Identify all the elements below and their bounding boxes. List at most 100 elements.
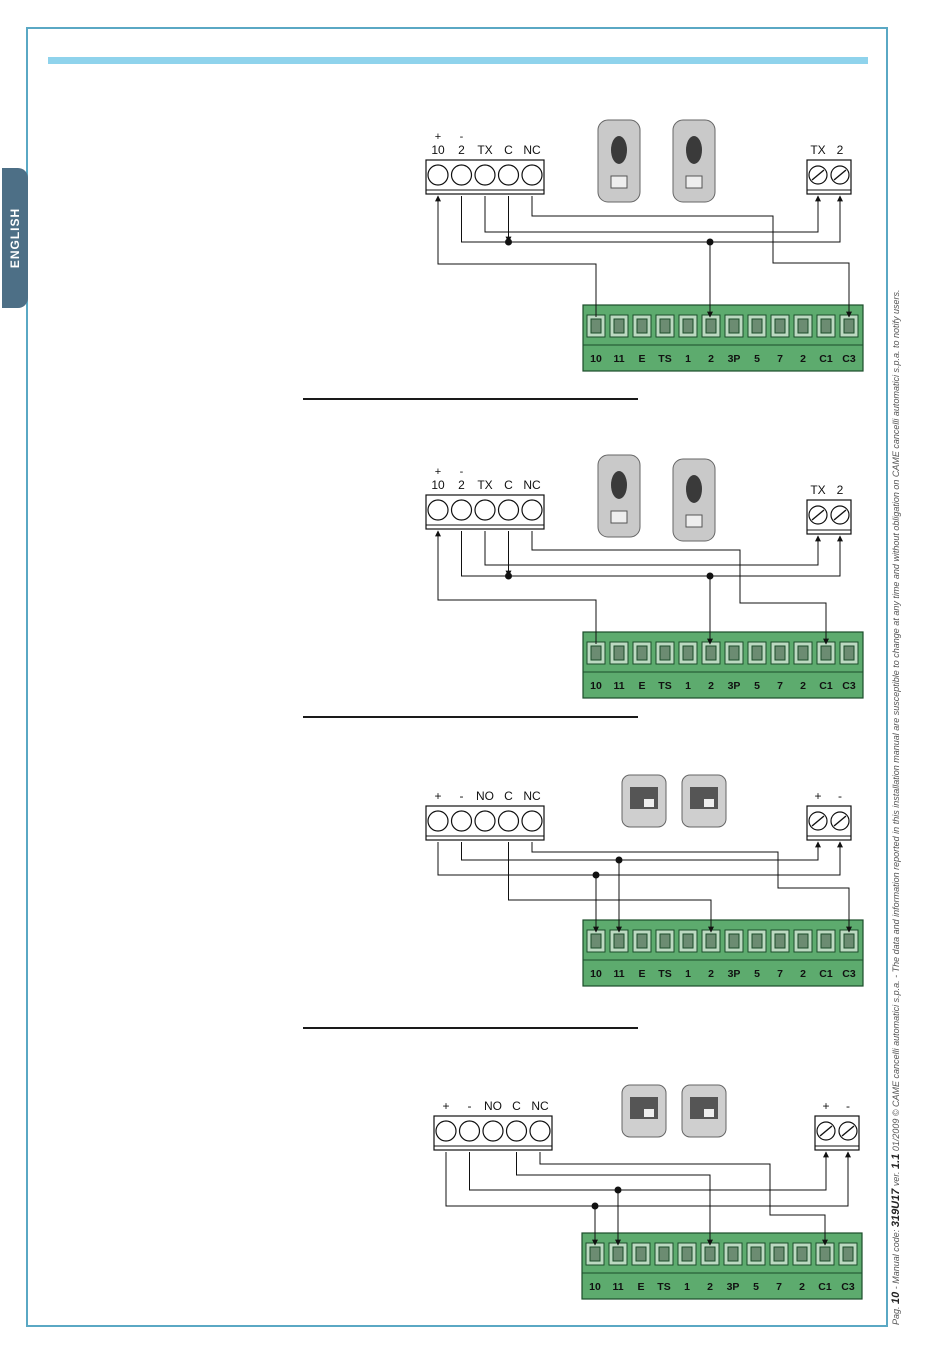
board-terminal-label: 11 — [612, 1281, 623, 1293]
board-terminal-label: E — [638, 680, 645, 692]
photocell-plate — [610, 175, 628, 189]
board-terminal-screw — [612, 1246, 624, 1262]
rx-terminal-label: NO — [484, 1099, 502, 1113]
board-terminal-label: 2 — [800, 968, 806, 980]
junction-dot — [706, 572, 714, 580]
board-terminal-screw — [797, 645, 809, 661]
screw-terminal — [505, 1120, 528, 1142]
board-terminal-label: 11 — [613, 680, 624, 692]
board-terminal-label: C3 — [842, 353, 856, 365]
control-board-terminals — [582, 631, 864, 699]
screw-terminal — [474, 499, 496, 521]
board-terminal-screw — [796, 1246, 808, 1262]
board-terminal-label: 10 — [590, 680, 602, 692]
sensor-box-plate — [704, 1109, 714, 1117]
board-terminal-screw — [797, 933, 809, 949]
rx-terminal-label: - — [460, 789, 464, 803]
wire — [508, 842, 714, 933]
section-divider — [303, 1027, 638, 1029]
tx-terminal-label: + — [814, 789, 821, 803]
sensor-box-plate — [704, 799, 714, 807]
screw-slot — [819, 1125, 833, 1137]
board-terminal-screw — [842, 1246, 854, 1262]
rx-terminal-label: 10 — [431, 143, 445, 157]
board-terminal-label: 2 — [708, 680, 714, 692]
wire — [531, 196, 852, 318]
screw-terminal — [521, 810, 543, 832]
board-terminal-label: 1 — [685, 968, 691, 980]
rx-terminal-label: C — [512, 1099, 521, 1113]
language-label: ENGLISH — [8, 207, 22, 269]
screw-slot — [811, 815, 825, 827]
photocell-lens — [686, 475, 702, 503]
board-terminal-screw — [681, 1246, 693, 1262]
rx-terminal-label: + — [434, 789, 441, 803]
board-terminal-screw — [727, 1246, 739, 1262]
board-terminal-screw — [820, 318, 832, 334]
screw-terminal — [529, 1120, 551, 1142]
screw-terminal — [450, 810, 473, 832]
wire — [516, 1152, 713, 1246]
board-terminal-label: 1 — [685, 353, 691, 365]
screw-terminal — [482, 1120, 504, 1142]
board-terminal-label: 2 — [708, 968, 714, 980]
screw-terminal — [458, 1120, 481, 1142]
board-terminal-label: TS — [658, 680, 671, 692]
tx-terminal-label: TX — [810, 483, 825, 497]
screw-slot — [811, 169, 825, 181]
rx-terminal-label: TX — [477, 478, 492, 492]
wire — [461, 195, 843, 243]
board-terminal-label: C1 — [819, 968, 833, 980]
board-terminal-label: C1 — [818, 1281, 832, 1293]
wire — [435, 530, 597, 644]
board-terminal-screw — [705, 318, 717, 334]
screw-terminal — [427, 499, 449, 521]
board-terminal-label: 10 — [590, 968, 602, 980]
board-terminal-screw — [820, 645, 832, 661]
tx-terminal-label: 2 — [837, 483, 844, 497]
screw-terminal — [497, 499, 520, 521]
wire — [437, 841, 843, 876]
junction-dot — [591, 1202, 599, 1210]
screw-terminal — [427, 810, 449, 832]
board-terminal-label: E — [638, 353, 645, 365]
board-terminal-label: 3P — [728, 968, 741, 980]
screw-terminal — [427, 164, 449, 186]
rx-terminal-label: 2 — [458, 478, 465, 492]
wire — [445, 1151, 851, 1207]
board-terminal-screw — [682, 933, 694, 949]
photocell-plate — [685, 175, 703, 189]
control-board-terminals — [582, 304, 864, 372]
screw-terminal — [474, 810, 496, 832]
tx-terminal-label: - — [838, 789, 842, 803]
board-terminal-label: C1 — [819, 353, 833, 365]
board-terminal-label: 11 — [613, 968, 624, 980]
language-tab[interactable]: ENGLISH — [2, 168, 28, 308]
board-terminal-screw — [636, 933, 648, 949]
section-divider — [303, 716, 638, 718]
tx-terminal-label: + — [822, 1099, 829, 1113]
board-terminal-label: 5 — [754, 353, 760, 365]
wire — [531, 531, 829, 645]
control-board-terminals — [582, 919, 864, 987]
board-terminal-label: 2 — [800, 353, 806, 365]
board-terminal-label: C3 — [842, 680, 856, 692]
board-terminal-screw — [774, 645, 786, 661]
board-terminal-label: 10 — [590, 353, 602, 365]
screw-terminal — [521, 499, 543, 521]
photocell-lens — [686, 136, 702, 164]
wire — [484, 195, 821, 233]
screw-slot — [811, 509, 825, 521]
tx-terminal-label: TX — [810, 143, 825, 157]
board-terminal-label: 5 — [754, 968, 760, 980]
junction-dot — [614, 1186, 622, 1194]
board-terminal-label: 10 — [589, 1281, 601, 1293]
board-terminal-label: 1 — [685, 680, 691, 692]
board-terminal-screw — [820, 933, 832, 949]
board-terminal-screw — [750, 1246, 762, 1262]
junction-dot — [706, 238, 714, 246]
board-terminal-screw — [728, 318, 740, 334]
screw-terminal — [450, 164, 473, 186]
board-terminal-screw — [613, 645, 625, 661]
board-terminal-label: 3P — [728, 680, 741, 692]
